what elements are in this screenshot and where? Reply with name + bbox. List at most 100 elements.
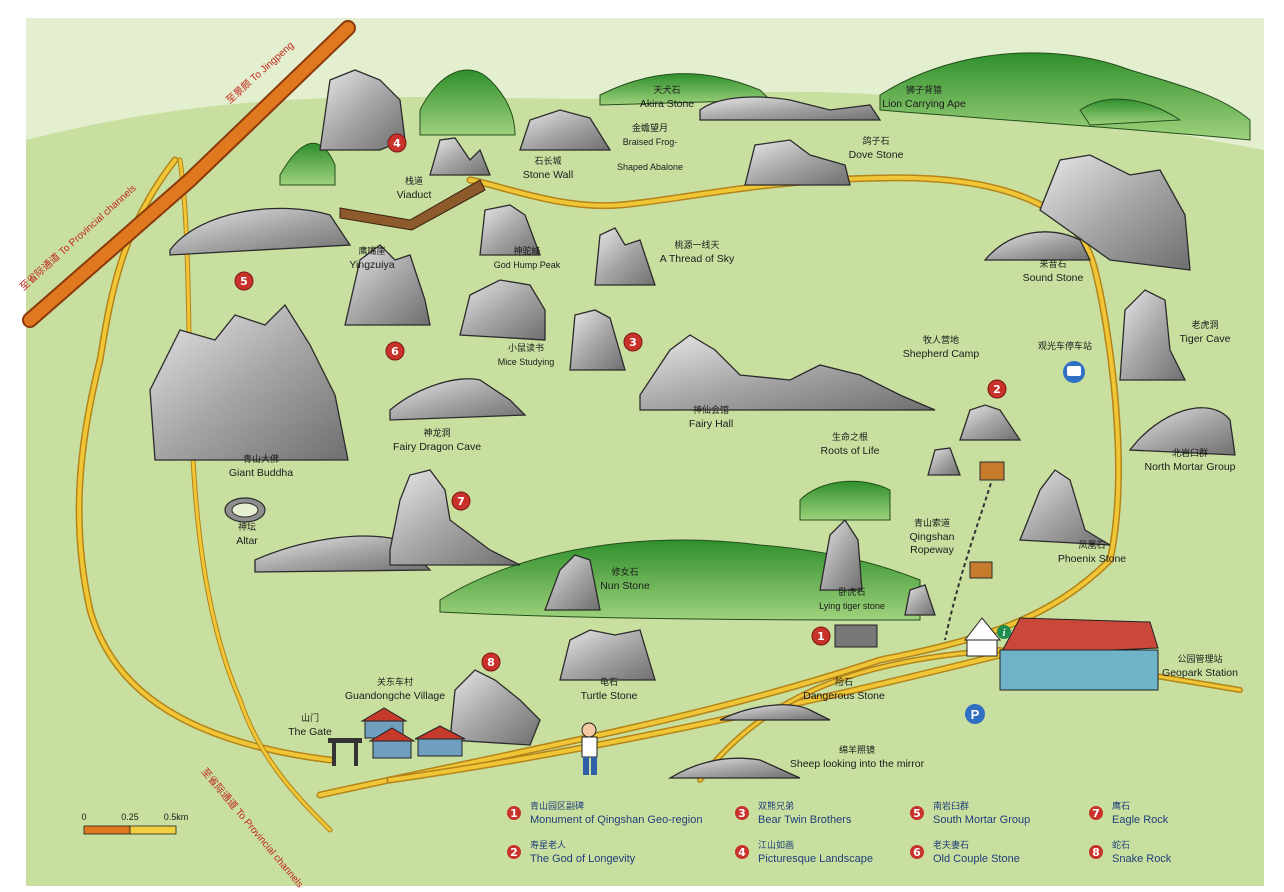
- scale-label-1: 0.25: [121, 812, 139, 822]
- legend-cn: 青山园区副碑: [530, 800, 584, 812]
- place-label-en-21: Qingshan: [910, 531, 955, 543]
- place-label-en-17: Roots of Life: [821, 445, 880, 457]
- place-label-cn-23: 凤凰石: [1078, 540, 1105, 551]
- marker-5[interactable]: 5: [234, 271, 254, 291]
- place-label-cn-21: 青山索道: [914, 517, 950, 529]
- place-label-en-11: Tiger Cave: [1180, 333, 1231, 345]
- place-label-cn-6: 栈道: [405, 175, 423, 187]
- place-label-en-10: Sound Stone: [1023, 272, 1084, 284]
- place-label-cn-12: 观光车停车站: [1038, 340, 1092, 352]
- place-label-cn-2: 金蟾望月: [632, 122, 668, 134]
- place-label-cn-16: 神龙洞: [423, 427, 450, 439]
- place-label-en-25: Lying tiger stone: [819, 601, 885, 611]
- marker-6[interactable]: 6: [385, 341, 405, 361]
- marker-1[interactable]: 1: [811, 626, 831, 646]
- marker-number: 5: [240, 275, 248, 288]
- marker-number: 1: [817, 630, 825, 643]
- giant-buddha-rock: [149, 303, 349, 461]
- place-label-en-9: A Thread of Sky: [660, 253, 735, 265]
- legend-cn: 鹰石: [1112, 800, 1130, 812]
- legend-cn: 老夫妻石: [933, 839, 969, 851]
- place-label-en-0: Akira Stone: [640, 98, 694, 110]
- the-gate: [328, 738, 362, 766]
- monument-structure: [834, 624, 878, 648]
- place-label-cn-28: 龟石: [600, 676, 618, 688]
- place-label-cn-10: 来音石: [1039, 258, 1066, 270]
- place-label-en-3: Shaped Abalone: [617, 162, 683, 172]
- marker-7[interactable]: 7: [451, 491, 471, 511]
- place-label-en-29: Dangerous Stone: [803, 690, 885, 702]
- marker-4[interactable]: 4: [387, 133, 407, 153]
- place-label-en-15: Fairy Hall: [689, 418, 733, 430]
- legend-en: The God of Longevity: [530, 853, 636, 865]
- parking-letter: P: [971, 707, 980, 722]
- place-label-en-23: Phoenix Stone: [1058, 553, 1126, 565]
- legend-en: Monument of Qingshan Geo-region: [530, 814, 702, 826]
- legend-number: 2: [510, 846, 518, 859]
- bus-icon[interactable]: [1063, 361, 1085, 383]
- legend-en: Old Couple Stone: [933, 853, 1020, 865]
- geopark-station-building: [963, 617, 1159, 691]
- legend-cn: 双熊兄弟: [758, 800, 794, 812]
- scale-bar: 0 0.25 0.5km: [81, 812, 189, 835]
- legend-en: Eagle Rock: [1112, 814, 1169, 826]
- place-label-cn-8: 神驼峰: [513, 245, 540, 257]
- legend-number: 3: [738, 807, 746, 820]
- viaduct-bridge: [339, 179, 486, 231]
- scale-label-0: 0: [81, 812, 86, 822]
- place-label-en-2: Braised Frog-: [623, 137, 678, 147]
- marker-2[interactable]: 2: [987, 379, 1007, 399]
- place-label-en-31: Sheep looking into the mirror: [790, 758, 925, 770]
- place-label-cn-14: 牧人营地: [923, 334, 959, 346]
- parking-icon[interactable]: P: [965, 704, 985, 724]
- svg-text:i: i: [1003, 628, 1006, 639]
- hiker-figure: [581, 722, 598, 775]
- place-label-en-14: Shepherd Camp: [903, 348, 980, 360]
- place-label-cn-20: 神坛: [238, 521, 256, 533]
- place-label-cn-11: 老虎洞: [1191, 319, 1218, 331]
- legend-cn: 蛇石: [1112, 839, 1130, 851]
- place-label-cn-4: 石长城: [534, 155, 561, 167]
- legend-en: Snake Rock: [1112, 853, 1172, 865]
- marker-8[interactable]: 8: [481, 652, 501, 672]
- place-label-en-22: Ropeway: [910, 544, 955, 556]
- marker-number: 2: [993, 383, 1001, 396]
- gray-rocks: [149, 69, 1236, 779]
- place-label-cn-9: 桃源一线天: [674, 239, 719, 251]
- place-label-cn-26: 公园管理站: [1177, 653, 1222, 665]
- place-label-en-13: Mice Studying: [498, 357, 555, 367]
- legend-number: 7: [1092, 807, 1100, 820]
- legend-cn: 寿星老人: [530, 839, 566, 851]
- place-label-en-19: Giant Buddha: [229, 467, 293, 479]
- place-label-cn-25: 卧虎石: [838, 586, 865, 598]
- place-label-cn-19: 青山大佛: [243, 453, 279, 465]
- place-label-cn-15: 神仙会馆: [693, 404, 729, 416]
- marker-3[interactable]: 3: [623, 332, 643, 352]
- place-label-cn-24: 修女石: [611, 566, 638, 578]
- place-label-en-5: Dove Stone: [849, 149, 904, 161]
- legend-number: 5: [913, 807, 921, 820]
- place-label-cn-7: 鹰嘴崖: [358, 245, 385, 257]
- info-icon[interactable]: i: [997, 625, 1011, 639]
- legend-cn: 南岩臼群: [933, 800, 969, 812]
- place-label-cn-31: 绵羊照镜: [839, 744, 875, 756]
- place-label-en-30: The Gate: [288, 726, 332, 738]
- legend-number: 4: [738, 846, 746, 859]
- place-label-cn-13: 小鼠读书: [508, 342, 544, 354]
- place-label-en-16: Fairy Dragon Cave: [393, 441, 481, 453]
- place-label-cn-30: 山门: [301, 712, 319, 724]
- place-label-cn-29: 险石: [835, 676, 853, 688]
- legend-en: Picturesque Landscape: [758, 853, 873, 865]
- place-label-en-20: Altar: [236, 535, 258, 547]
- place-label-cn-27: 关东车村: [377, 676, 413, 688]
- place-label-en-8: God Hump Peak: [494, 260, 561, 270]
- scale-label-2: 0.5km: [164, 812, 189, 822]
